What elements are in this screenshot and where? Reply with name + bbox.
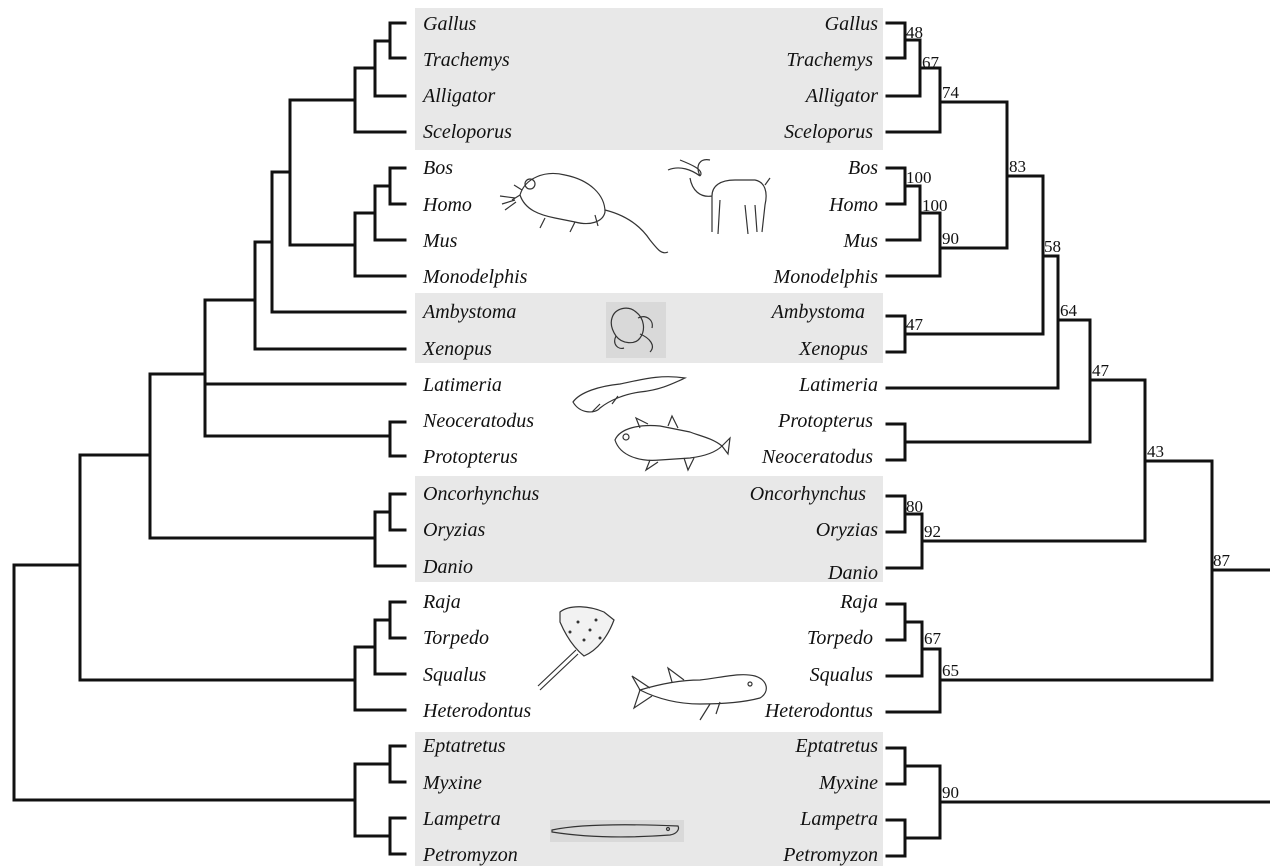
left-taxon-label: Trachemys [423, 49, 510, 71]
rodent-drawing [500, 174, 668, 253]
support-value: 67 [924, 629, 942, 648]
right-taxon-label: Bos [848, 157, 878, 179]
support-value: 90 [942, 783, 959, 802]
support-value: 47 [1092, 361, 1110, 380]
support-value: 43 [1147, 442, 1164, 461]
left-taxon-label: Alligator [421, 85, 495, 107]
left-taxon-label: Mus [422, 230, 458, 252]
left-taxon-label: Lampetra [422, 808, 501, 830]
right-taxon-label: Squalus [810, 664, 874, 686]
right-taxon-label: Ambystoma [770, 301, 865, 323]
left-taxon-label: Oryzias [423, 519, 485, 541]
left-taxon-label: Myxine [422, 772, 482, 794]
support-value: 92 [924, 522, 941, 541]
left-taxon-label: Protopterus [422, 446, 518, 468]
support-value: 65 [942, 661, 959, 680]
right-taxon-label: Lampetra [799, 808, 878, 830]
support-value: 83 [1009, 157, 1026, 176]
support-values: 48 67 74 100 100 90 83 47 58 64 47 80 92… [906, 23, 1231, 802]
lungfish-drawing [573, 377, 685, 412]
right-taxon-label: Protopterus [777, 410, 873, 432]
right-taxon-label: Torpedo [807, 627, 873, 649]
right-taxon-label: Alligator [804, 85, 878, 107]
support-value: 87 [1213, 551, 1231, 570]
right-taxon-label: Latimeria [798, 374, 878, 396]
support-value: 74 [942, 83, 960, 102]
skate-drawing [538, 607, 614, 690]
support-value: 67 [922, 53, 940, 72]
left-taxon-label: Oncorhynchus [423, 483, 539, 505]
left-taxon-label: Danio [422, 556, 473, 578]
right-taxon-label: Trachemys [786, 49, 873, 71]
lamprey-drawing-backdrop [550, 820, 684, 842]
right-taxon-label: Gallus [825, 13, 879, 35]
right-taxon-label: Xenopus [798, 338, 868, 360]
right-taxon-label: Sceloporus [784, 121, 873, 143]
left-taxon-label: Ambystoma [421, 301, 516, 323]
right-taxon-label: Mus [843, 230, 879, 252]
support-value: 58 [1044, 237, 1061, 256]
coelacanth-drawing [615, 416, 730, 470]
support-value: 64 [1060, 301, 1078, 320]
shark-drawing [632, 668, 766, 720]
left-taxon-label: Monodelphis [422, 266, 528, 288]
support-value: 100 [906, 168, 932, 187]
right-taxon-label: Monodelphis [773, 266, 879, 288]
right-taxon-label: Petromyzon [782, 844, 878, 866]
left-taxon-label: Petromyzon [422, 844, 518, 866]
left-tree [14, 23, 405, 854]
left-taxon-label: Torpedo [423, 627, 489, 649]
cattle-drawing [668, 160, 770, 234]
right-taxon-label: Neoceratodus [761, 446, 873, 468]
support-value: 48 [906, 23, 923, 42]
support-value: 47 [906, 315, 924, 334]
support-value: 90 [942, 229, 959, 248]
left-taxon-label: Gallus [423, 13, 477, 35]
left-taxon-label: Sceloporus [423, 121, 512, 143]
right-taxon-label: Eptatretus [794, 735, 878, 757]
support-value: 100 [922, 196, 948, 215]
support-value: 80 [906, 497, 923, 516]
right-taxon-label: Raja [839, 591, 878, 613]
right-taxon-label: Danio [827, 562, 878, 584]
left-taxon-label: Homo [422, 194, 472, 216]
left-taxon-label: Latimeria [422, 374, 502, 396]
frog-drawing-backdrop [606, 302, 666, 358]
right-taxon-label: Heterodontus [764, 700, 873, 722]
left-taxon-label: Squalus [423, 664, 487, 686]
left-taxon-label: Bos [423, 157, 453, 179]
right-taxon-label: Oncorhynchus [750, 483, 866, 505]
right-tree [887, 23, 1270, 856]
right-taxon-label: Oryzias [816, 519, 878, 541]
left-taxon-label: Xenopus [422, 338, 492, 360]
left-taxon-label: Raja [422, 591, 461, 613]
right-taxon-label: Homo [828, 194, 878, 216]
left-taxon-label: Heterodontus [422, 700, 531, 722]
right-taxon-label: Myxine [818, 772, 878, 794]
left-taxon-label: Neoceratodus [422, 410, 534, 432]
left-taxon-label: Eptatretus [422, 735, 506, 757]
